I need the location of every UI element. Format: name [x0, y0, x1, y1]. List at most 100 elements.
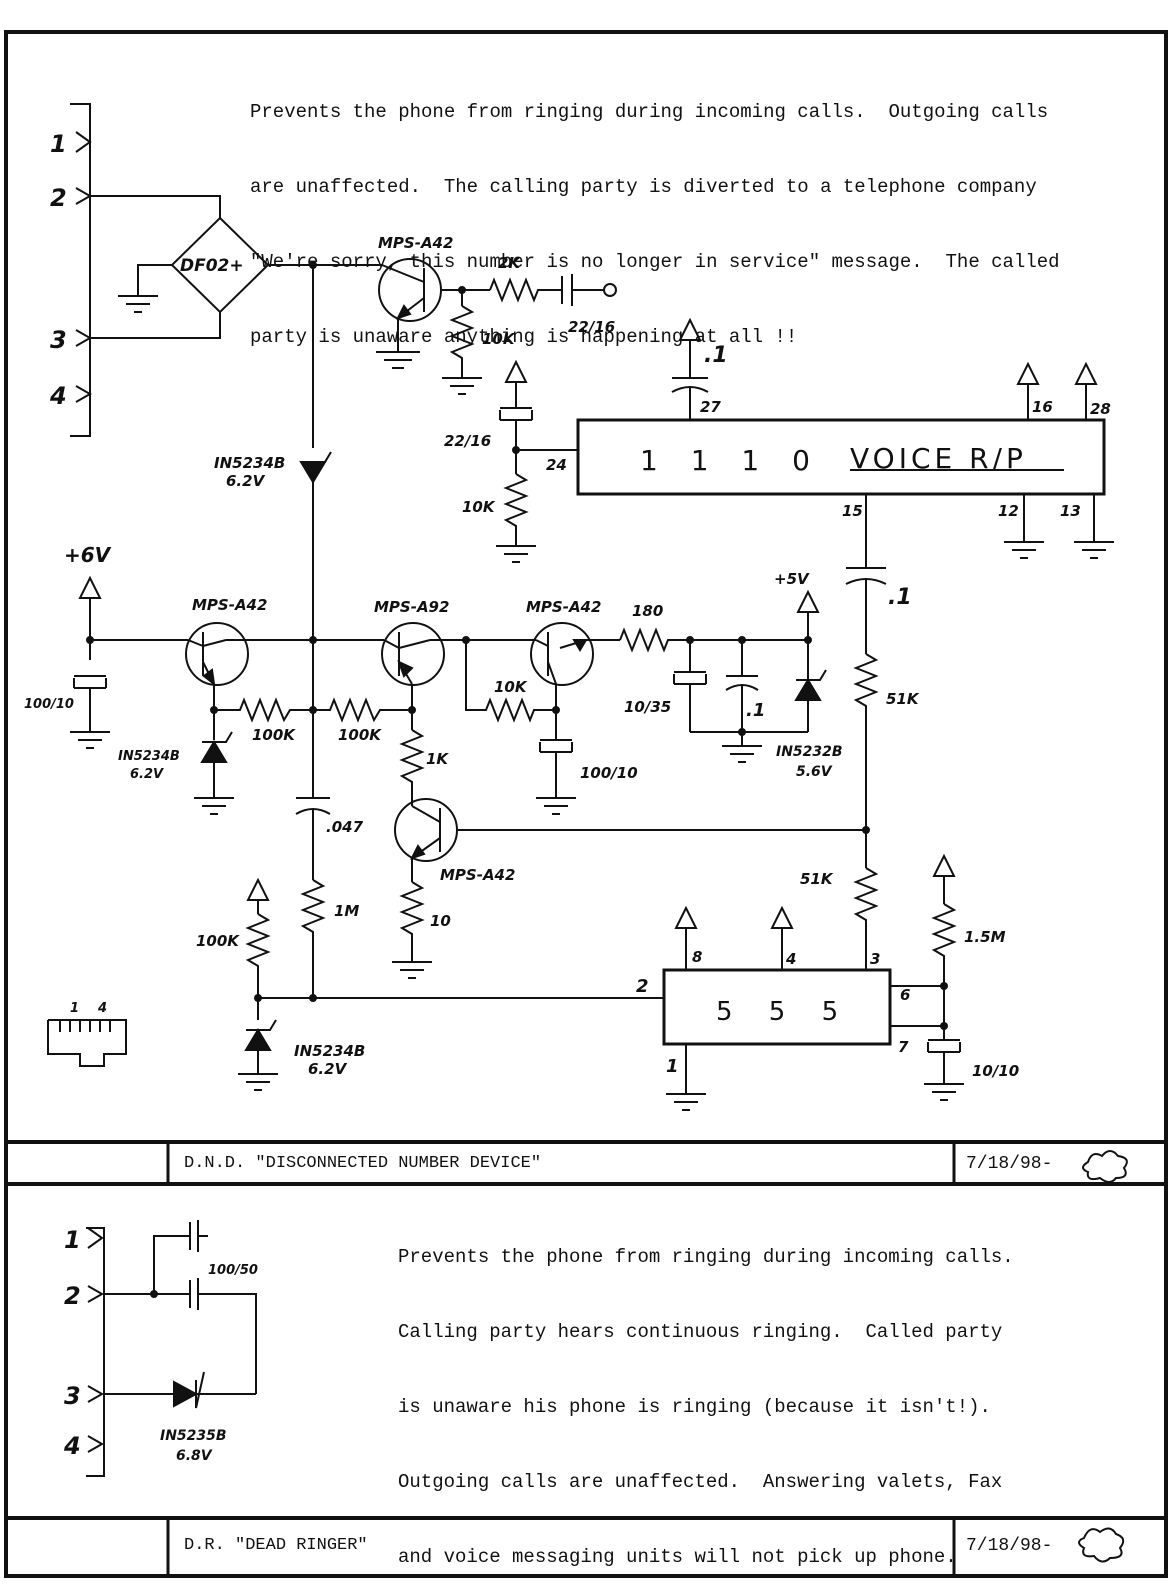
label-q1: MPS-A42	[378, 234, 453, 252]
label-r-10k-b: 10K	[462, 498, 496, 516]
line-connector-dr	[86, 1227, 105, 1477]
outer-frame	[4, 30, 1168, 1578]
label-c-22-16-b: 22/16	[444, 432, 491, 450]
label-r-1k: 1K	[426, 750, 449, 768]
dr-description-line: and voice messaging units will not pick …	[398, 1546, 957, 1568]
label-r-51k-b: 51K	[800, 870, 834, 888]
dr-title: D.R. "DEAD RINGER"	[184, 1536, 368, 1555]
label-pin16: 16	[1032, 398, 1053, 416]
dr-date: 7/18/98-	[966, 1536, 1053, 1556]
label-zener-left-2: 6.2V	[130, 767, 164, 782]
label-q2: MPS-A42	[192, 596, 267, 614]
label-pin4: 4	[785, 950, 796, 968]
label-zener-top-1: IN5234B	[214, 454, 285, 472]
label-pin6: 6	[900, 986, 910, 1004]
dr-pin-3: 3	[64, 1382, 81, 1410]
transistor-q4	[530, 622, 594, 686]
dnd-description-line: are unaffected. The calling party is div…	[250, 176, 1037, 198]
transistor-q3	[381, 622, 445, 686]
label-pin2: 2	[636, 976, 649, 997]
bridge-rectifier-df02	[170, 216, 270, 314]
dr-pin-1: 1	[64, 1226, 81, 1254]
dr-label-zener-2: 6.8V	[176, 1448, 213, 1464]
label-r-10k-a: 10K	[482, 330, 516, 348]
dr-description-line: is unaware his phone is ringing (because…	[398, 1396, 991, 1418]
signature-dnd	[1082, 1150, 1128, 1183]
label-c-01-c: .1	[746, 700, 765, 721]
zener-diode-dr	[173, 1380, 199, 1408]
label-zener-left-1: IN5234B	[118, 749, 180, 764]
ic-555-label: 5 5 5	[716, 997, 852, 1027]
label-bridge: DF02+	[180, 256, 244, 276]
line-connector-dnd	[70, 103, 93, 437]
label-r-100k-b: 100K	[338, 726, 382, 744]
zener-diode-top	[299, 461, 327, 484]
dr-description-line: Outgoing calls are unaffected. Answering…	[398, 1471, 1003, 1493]
label-pin13: 13	[1060, 502, 1081, 520]
dr-description: Prevents the phone from ringing during i…	[398, 1195, 1014, 1595]
label-r-10k-c: 10K	[494, 678, 528, 696]
label-pin27: 27	[700, 398, 721, 416]
jack-pin-1: 1	[70, 1001, 79, 1016]
label-r-100k-a: 100K	[252, 726, 296, 744]
dr-pin-2: 2	[64, 1282, 81, 1310]
label-q4: MPS-A42	[526, 598, 601, 616]
label-zener-5v-2: 5.6V	[796, 764, 833, 780]
dr-label-zener-1: IN5235B	[160, 1428, 227, 1444]
rj11-jack-icon	[47, 1019, 127, 1067]
label-r-10: 10	[430, 912, 451, 930]
dnd-description-line: "We're sorry, this number is no longer i…	[250, 251, 1060, 273]
label-plus6v: +6V	[64, 543, 112, 567]
label-pin8: 8	[692, 948, 702, 966]
dnd-description-line: Prevents the phone from ringing during i…	[250, 101, 1049, 123]
label-zener-5v-1: IN5232B	[776, 744, 843, 760]
label-r-100k-c: 100K	[196, 932, 240, 950]
label-pin28: 28	[1090, 400, 1111, 418]
dr-description-line: Calling party hears continuous ringing. …	[398, 1321, 1003, 1343]
label-pin1: 1	[666, 1056, 679, 1077]
label-pin7: 7	[898, 1038, 909, 1056]
label-pin15: 15	[842, 502, 863, 520]
label-r-2k: 2K	[498, 254, 521, 272]
pin-2: 2	[50, 184, 67, 212]
ic-1110-name: VOICE R/P	[850, 442, 1027, 475]
label-zener-bot-2: 6.2V	[308, 1060, 348, 1078]
jack-pin-4: 4	[97, 1001, 107, 1016]
pin-1: 1	[50, 130, 67, 158]
label-c-22-16-a: 22/16	[568, 318, 615, 336]
label-c-10-35: 10/35	[624, 698, 671, 716]
label-plus5v: +5V	[774, 570, 810, 588]
label-pin24: 24	[546, 456, 567, 474]
label-c-10-10: 10/10	[972, 1062, 1019, 1080]
dnd-description: Prevents the phone from ringing during i…	[250, 50, 1060, 375]
label-r-1m: 1M	[334, 902, 359, 920]
label-c-047: .047	[326, 818, 364, 836]
label-zener-top-2: 6.2V	[226, 472, 266, 490]
label-q5: MPS-A42	[440, 866, 515, 884]
label-c-01-a: .1	[704, 343, 728, 368]
dnd-description-line: party is unaware anything is happening a…	[250, 326, 798, 348]
ic-555-timer	[662, 968, 892, 1046]
dr-description-line: Prevents the phone from ringing during i…	[398, 1246, 1014, 1268]
pin-4: 4	[49, 382, 67, 410]
label-c-01-b: .1	[888, 585, 912, 610]
dr-label-cap: 100/50	[208, 1263, 258, 1278]
label-r-1-5m: 1.5M	[964, 928, 1006, 946]
label-c-100-10-b: 100/10	[580, 764, 638, 782]
label-q3: MPS-A92	[374, 598, 449, 616]
dr-pin-4: 4	[63, 1432, 81, 1460]
label-r-51k-a: 51K	[886, 690, 920, 708]
transistor-q5	[394, 798, 866, 862]
pin-3: 3	[50, 326, 67, 354]
ic-1110-voice-rp	[576, 418, 1106, 496]
dnd-title: D.N.D. "DISCONNECTED NUMBER DEVICE"	[184, 1154, 542, 1173]
dnd-date: 7/18/98-	[966, 1154, 1053, 1174]
label-pin3: 3	[870, 950, 880, 968]
signature-dr	[1078, 1527, 1125, 1563]
transistor-q2	[185, 622, 250, 687]
ic-1110-number: 1 1 1 0	[640, 444, 822, 477]
label-zener-bot-1: IN5234B	[294, 1042, 365, 1060]
label-pin12: 12	[998, 502, 1019, 520]
label-r-180: 180	[632, 602, 663, 620]
